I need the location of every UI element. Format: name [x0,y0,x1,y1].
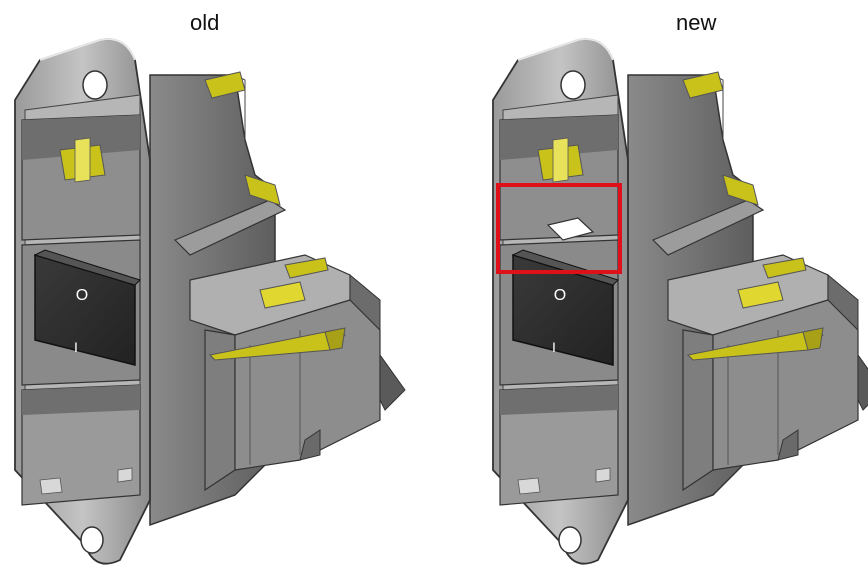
power-entry-module-old: O I [14,38,406,565]
highlight-box [496,183,622,274]
power-entry-module-new: O I [492,38,868,565]
label-old: old [190,10,220,35]
switch-symbol-off-old: O [76,287,88,304]
switch-symbol-on-new: I [552,339,556,355]
new-cutout [546,217,595,241]
label-new: new [676,10,717,35]
switch-symbol-off-new: O [554,287,566,304]
switch-symbol-on-old: I [74,339,78,355]
